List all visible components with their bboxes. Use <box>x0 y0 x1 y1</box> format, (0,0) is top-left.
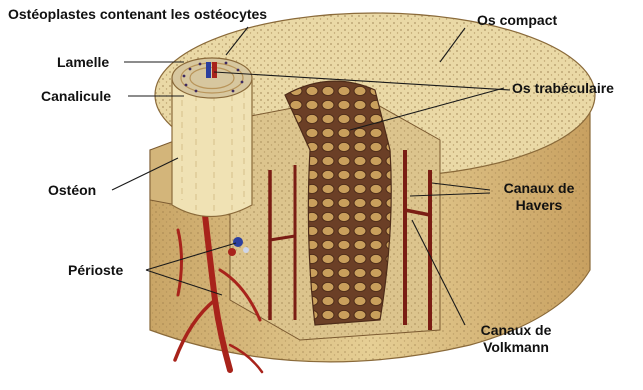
label-canalicule: Canalicule <box>41 88 111 105</box>
central-vein <box>212 62 217 78</box>
label-lamelle: Lamelle <box>57 54 109 71</box>
central-artery <box>206 62 211 78</box>
label-canaux-havers: Canaux de Havers <box>493 180 585 214</box>
label-canaux-volkmann: Canaux de Volkmann <box>470 322 562 356</box>
osteon-cylinder <box>172 80 252 217</box>
label-osteon: Ostéon <box>48 182 96 199</box>
label-canaux-havers-line1: Canaux de <box>493 180 585 197</box>
label-perioste: Périoste <box>68 262 123 279</box>
label-os-compact: Os compact <box>477 12 557 29</box>
label-osteoplastes: Ostéoplastes contenant les ostéocytes <box>8 6 267 23</box>
label-canaux-volkmann-line1: Canaux de <box>470 322 562 339</box>
label-canaux-havers-line2: Havers <box>493 197 585 214</box>
label-canaux-volkmann-line2: Volkmann <box>470 339 562 356</box>
label-os-trabeculaire: Os trabéculaire <box>512 80 614 97</box>
